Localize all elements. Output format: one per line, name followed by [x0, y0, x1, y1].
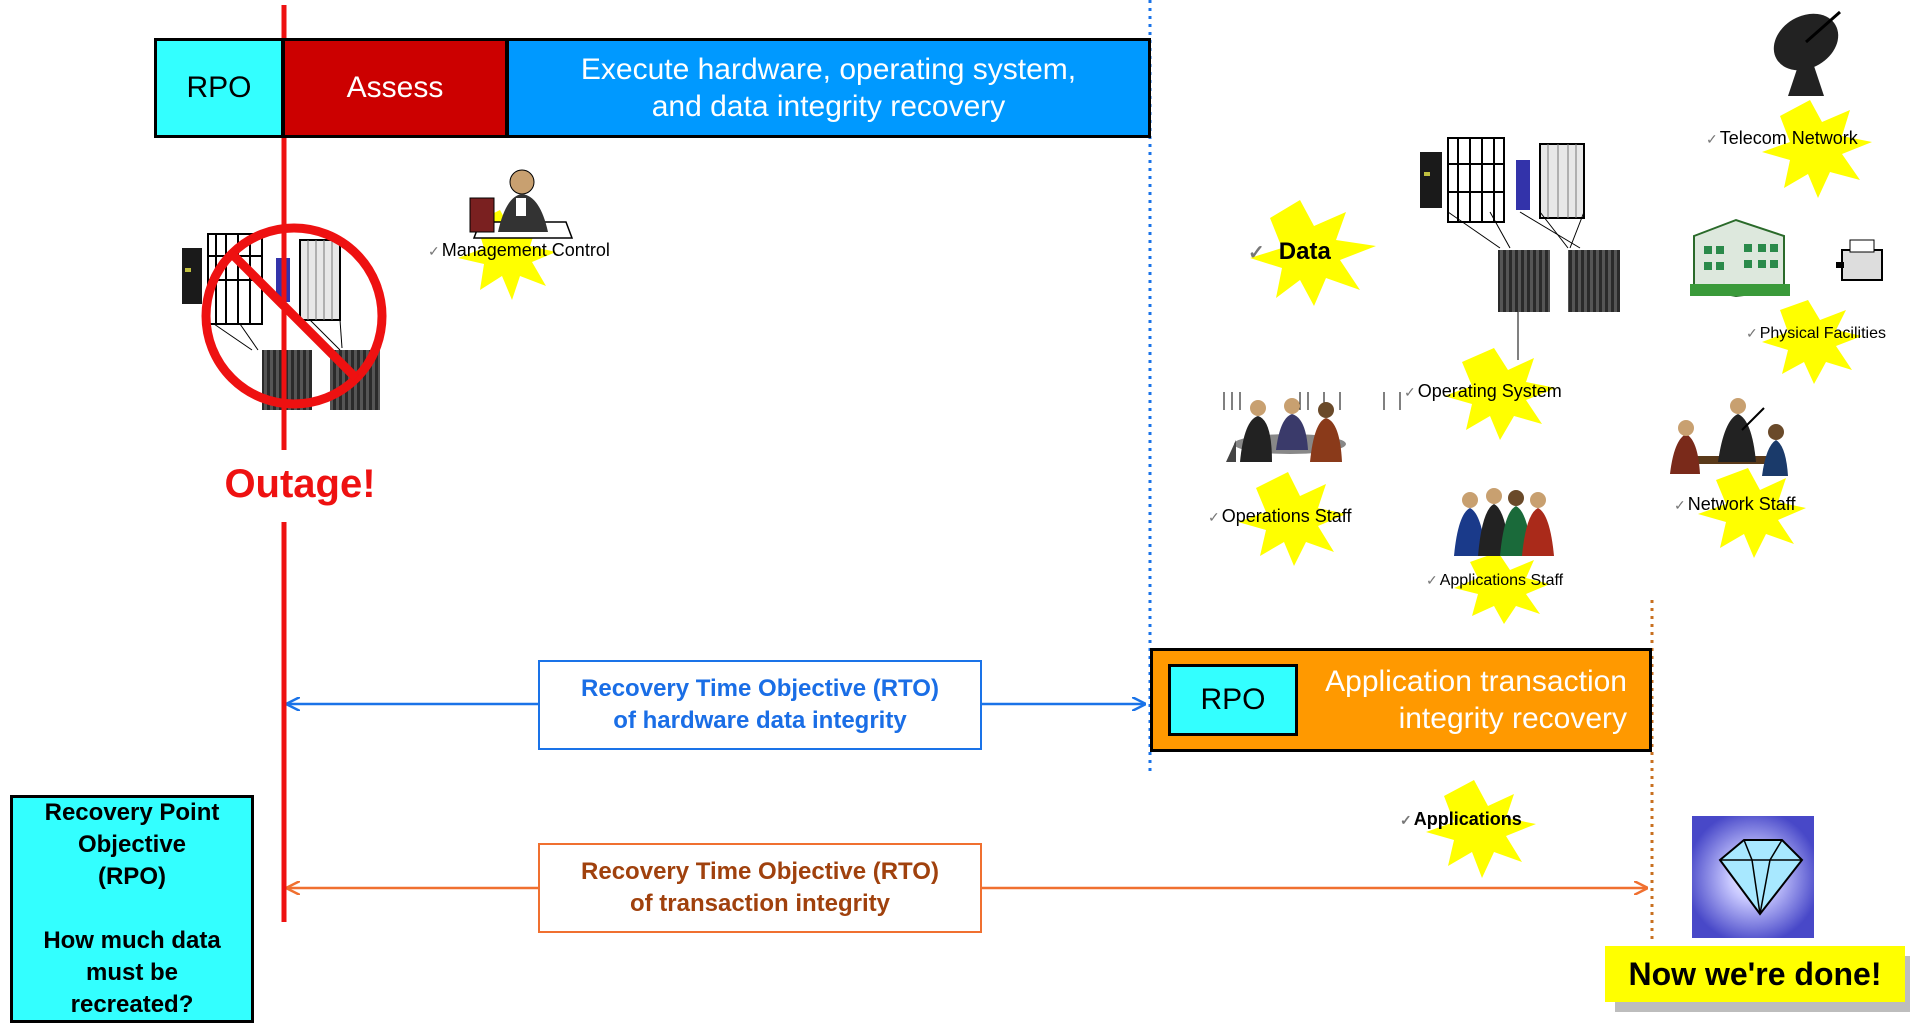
rto-transaction-line2: of transaction integrity [629, 890, 890, 917]
phase-application-rpo-label: RPO [1200, 683, 1266, 716]
operations-staff-clipart [1223, 392, 1401, 462]
item-network-staff: ✓Network Staff [1674, 494, 1795, 515]
item-physical-facilities: ✓Physical Facilities [1746, 325, 1886, 343]
phase-execute-line2: and data integrity recovery [651, 90, 1006, 123]
burst-telecom [1762, 100, 1872, 198]
item-operating-system: ✓Operating System [1404, 381, 1562, 402]
phase-application-line1: Application transaction [1325, 665, 1627, 698]
phase-assess: Assess [282, 38, 508, 138]
diamond-clipart [1692, 816, 1814, 938]
phase-execute-line1: Execute hardware, operating system, [580, 53, 1077, 86]
item-telecom-network-label: Telecom Network [1719, 128, 1858, 148]
satellite-dish-clipart [1773, 10, 1841, 96]
phase-execute: Execute hardware, operating system, and … [506, 38, 1151, 138]
phase-rpo-label: RPO [186, 71, 252, 104]
item-operating-system-label: Operating System [1417, 381, 1562, 401]
phase-execute-label: Execute hardware, operating system, and … [581, 51, 1076, 125]
management-clipart [469, 169, 574, 239]
item-network-staff-label: Network Staff [1687, 494, 1796, 514]
done-banner: Now we're done! [1605, 946, 1905, 1002]
item-telecom-network: ✓Telecom Network [1706, 128, 1858, 149]
item-management-control-label: Management Control [441, 240, 610, 260]
phase-assess-label: Assess [346, 71, 444, 104]
rto-hardware-line1: Recovery Time Objective (RTO) [581, 675, 939, 702]
check-icon: ✓ [1404, 384, 1416, 400]
burst-network-staff [1698, 468, 1806, 558]
item-data: ✓ Data [1248, 238, 1331, 266]
phase-application-rpo: RPO [1168, 664, 1298, 736]
check-icon: ✓ [1400, 812, 1412, 828]
phase-rpo: RPO [154, 38, 284, 138]
check-icon: ✓ [428, 243, 440, 259]
check-icon: ✓ [1426, 572, 1438, 588]
rto-transaction-line1: Recovery Time Objective (RTO) [581, 858, 939, 885]
applications-staff-clipart [1454, 488, 1554, 556]
rto-hardware-line2: of hardware data integrity [613, 707, 907, 734]
printer-clipart [1836, 239, 1883, 281]
item-applications-staff: ✓Applications Staff [1426, 572, 1563, 590]
recovered-servers-clipart [1420, 137, 1620, 360]
burst-physical [1762, 300, 1862, 384]
check-icon: ✓ [1248, 242, 1265, 264]
item-applications: ✓Applications [1400, 809, 1522, 830]
building-clipart [1690, 218, 1790, 298]
burst-operating-system [1444, 348, 1556, 440]
checklist-bursts [458, 100, 1872, 878]
no-entry-symbol [201, 223, 387, 409]
rpo-definition-card: Recovery Point Objective (RPO) How much … [10, 795, 254, 1023]
item-management-control: ✓Management Control [428, 240, 610, 261]
check-icon: ✓ [1746, 325, 1758, 341]
rto-transaction-text: Recovery Time Objective (RTO) of transac… [581, 856, 939, 920]
network-staff-clipart [1670, 398, 1788, 476]
item-physical-facilities-label: Physical Facilities [1759, 325, 1886, 342]
burst-data [1250, 200, 1376, 306]
item-operations-staff: ✓Operations Staff [1208, 506, 1351, 527]
check-icon: ✓ [1208, 509, 1220, 525]
rto-hardware-text: Recovery Time Objective (RTO) of hardwar… [581, 673, 939, 737]
item-applications-label: Applications [1413, 809, 1522, 829]
item-applications-staff-label: Applications Staff [1439, 572, 1564, 589]
check-icon: ✓ [1674, 497, 1686, 513]
rto-hardware-box: Recovery Time Objective (RTO) of hardwar… [538, 660, 982, 750]
burst-applications-staff [1454, 552, 1550, 624]
item-operations-staff-label: Operations Staff [1221, 506, 1352, 526]
phase-application-label: Application transaction integrity recove… [1325, 663, 1627, 737]
burst-applications [1426, 780, 1536, 878]
burst-operations-staff [1238, 472, 1346, 566]
check-icon: ✓ [1706, 131, 1718, 147]
phase-application-line2: integrity recovery [1398, 702, 1627, 735]
outage-label: Outage! [224, 462, 376, 506]
rto-transaction-box: Recovery Time Objective (RTO) of transac… [538, 843, 982, 933]
item-data-label: Data [1278, 238, 1331, 265]
